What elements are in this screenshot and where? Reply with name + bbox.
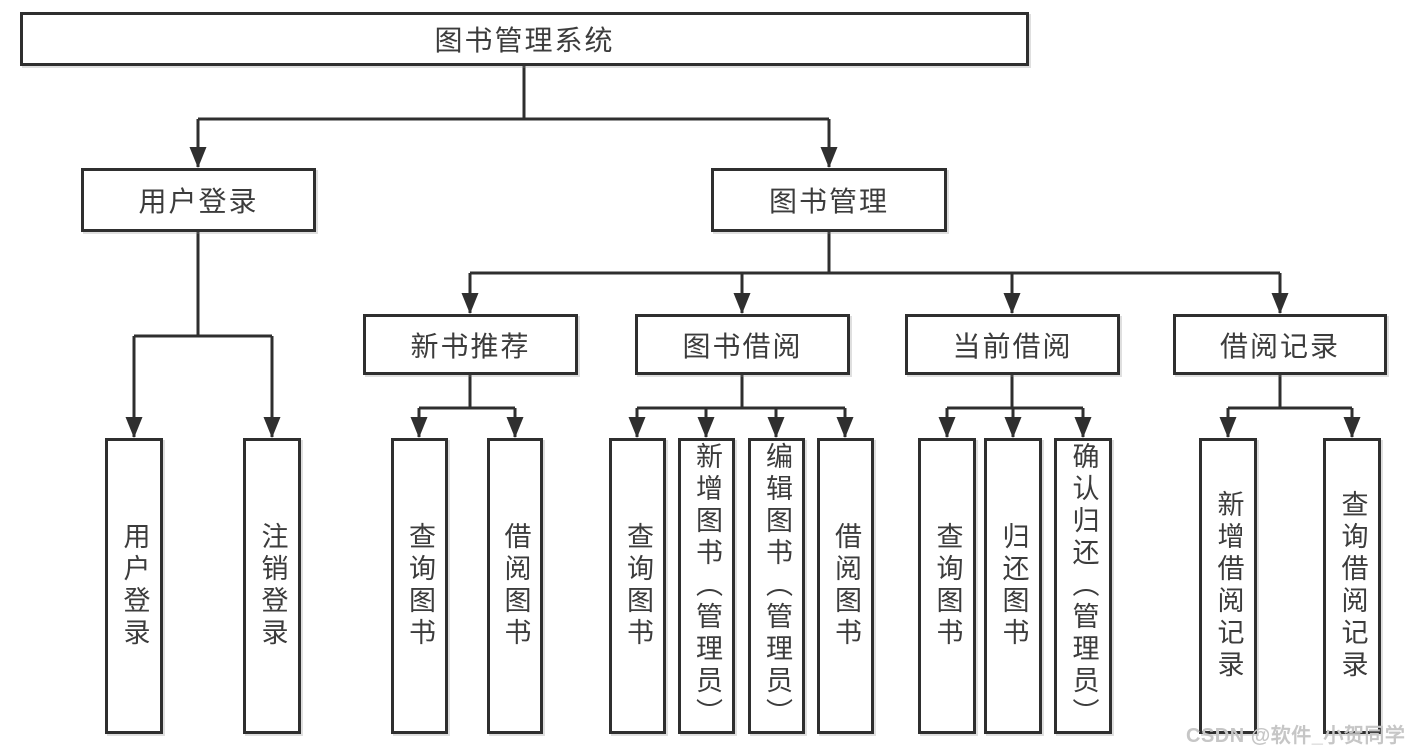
leaf-add-books-admin: 新增图书（管理员） (678, 438, 735, 734)
node-new-book-recommend: 新书推荐 (363, 314, 578, 375)
leaf-label: 用户登录 (119, 522, 150, 650)
node-book-management: 图书管理 (711, 168, 947, 232)
leaf-label: 编辑图书（管理员） (762, 442, 792, 730)
leaf-add-borrow-record: 新增借阅记录 (1199, 438, 1257, 734)
leaf-label: 借阅图书 (831, 522, 861, 650)
leaf-label: 查询图书 (405, 522, 435, 650)
leaf-label: 查询图书 (932, 522, 963, 650)
leaf-return-books: 归还图书 (984, 438, 1042, 734)
leaf-label: 新增借阅记录 (1213, 490, 1244, 682)
leaf-query-books-recommend: 查询图书 (391, 438, 448, 734)
leaf-query-books-borrow: 查询图书 (609, 438, 666, 734)
connector-trunks (134, 66, 1352, 410)
leaf-borrow-books-recommend: 借阅图书 (487, 438, 543, 734)
leaf-confirm-return-admin: 确认归还（管理员） (1054, 438, 1112, 734)
leaf-edit-books-admin: 编辑图书（管理员） (748, 438, 805, 734)
node-current-borrow: 当前借阅 (905, 314, 1120, 375)
leaf-query-books-current: 查询图书 (918, 438, 976, 734)
leaf-label: 查询借阅记录 (1337, 490, 1368, 682)
leaf-label: 确认归还（管理员） (1068, 442, 1099, 730)
leaf-label: 新增图书（管理员） (692, 442, 722, 730)
node-user-login: 用户登录 (81, 168, 316, 232)
leaf-logout: 注销登录 (243, 438, 301, 734)
leaf-label: 查询图书 (623, 522, 653, 650)
node-library-management-system: 图书管理系统 (20, 12, 1029, 66)
leaf-user-login: 用户登录 (105, 438, 163, 734)
leaf-label: 归还图书 (998, 522, 1029, 650)
leaf-label: 注销登录 (257, 522, 288, 650)
leaf-label: 借阅图书 (500, 522, 531, 650)
csdn-watermark: CSDN @软件_小贺同学 (1186, 725, 1405, 747)
node-borrow-records: 借阅记录 (1173, 314, 1387, 375)
leaf-borrow-books: 借阅图书 (817, 438, 874, 734)
leaf-query-borrow-record: 查询借阅记录 (1323, 438, 1381, 734)
node-book-borrow: 图书借阅 (635, 314, 850, 375)
